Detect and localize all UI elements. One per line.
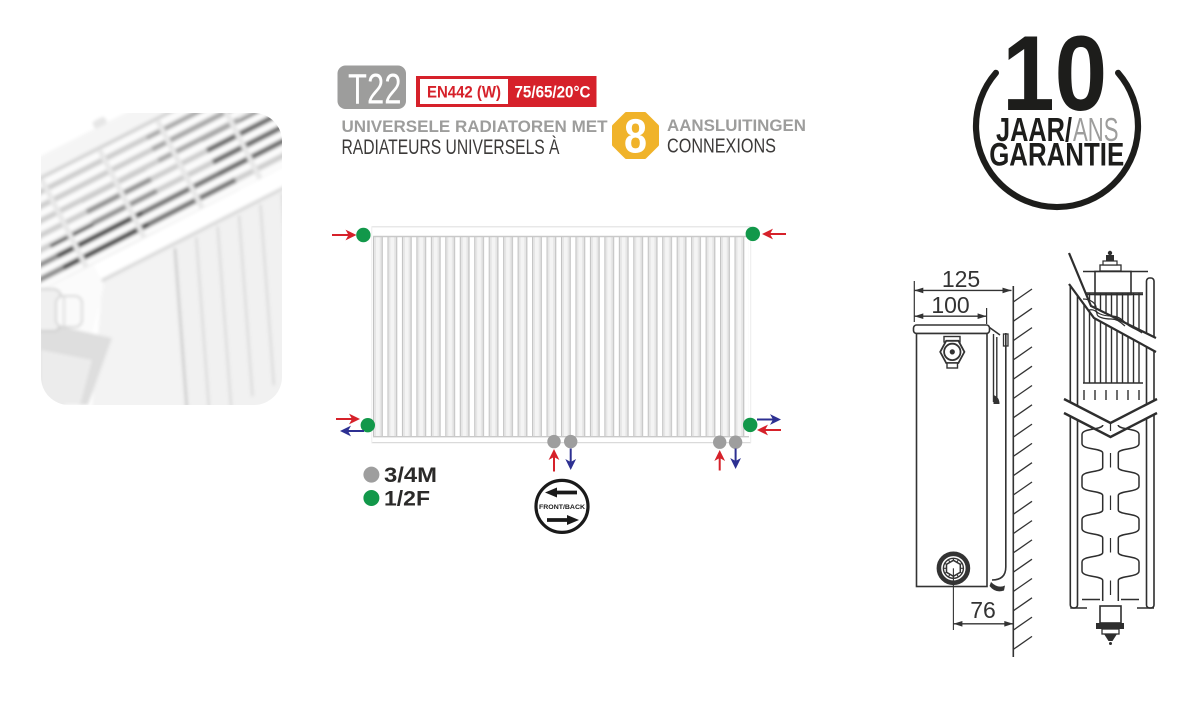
svg-text:1/2F: 1/2F: [384, 487, 430, 510]
svg-text:RADIATEURS UNIVERSELS À: RADIATEURS UNIVERSELS À: [342, 134, 560, 159]
svg-text:8: 8: [624, 111, 647, 164]
svg-text:UNIVERSELE RADIATOREN MET: UNIVERSELE RADIATOREN MET: [342, 117, 609, 136]
svg-text:76: 76: [970, 597, 996, 623]
svg-text:ANS: ANS: [1073, 111, 1119, 148]
svg-text:T22: T22: [348, 65, 402, 113]
svg-text:10: 10: [1002, 13, 1107, 133]
svg-text:JAAR/: JAAR/: [996, 111, 1072, 148]
svg-text:CONNEXIONS: CONNEXIONS: [667, 136, 776, 158]
svg-text:75/65/20°C: 75/65/20°C: [515, 84, 591, 102]
svg-text:100: 100: [931, 292, 969, 318]
svg-text:125: 125: [942, 266, 980, 292]
svg-text:EN442 (W): EN442 (W): [427, 84, 501, 102]
svg-text:FRONT/BACK: FRONT/BACK: [539, 504, 585, 511]
svg-text:3/4M: 3/4M: [384, 464, 437, 487]
svg-text:GARANTIE: GARANTIE: [989, 137, 1124, 173]
svg-text:AANSLUITINGEN: AANSLUITINGEN: [667, 116, 806, 135]
